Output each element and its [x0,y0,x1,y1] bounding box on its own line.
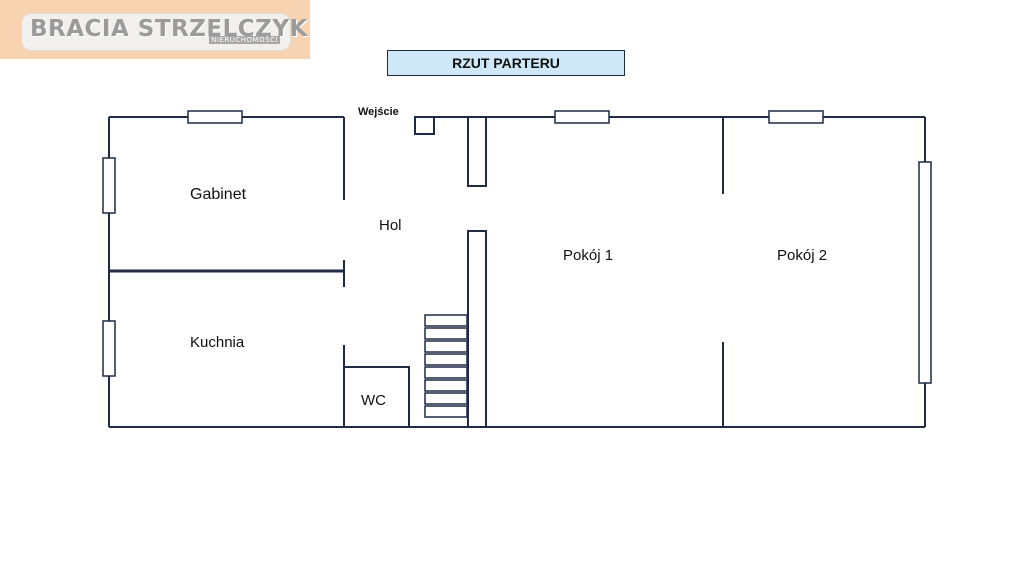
room-label-pokoj2: Pokój 2 [777,247,828,264]
stair-step [424,405,468,418]
entrance-label: Wejście [358,106,399,118]
room-label-pokoj1: Pokój 1 [563,247,614,264]
stair-step [424,340,468,353]
plan-title: RZUT PARTERU [387,50,625,76]
window-kuchnia-left [102,320,116,377]
wall-pillar-lower [467,230,487,428]
window-pokoj2-right [918,161,932,384]
stair-step [424,392,468,405]
stair-step [424,379,468,392]
room-label-hol: Hol [379,217,402,234]
stair-step [424,353,468,366]
room-label-gabinet: Gabinet [190,186,247,203]
stairs [424,314,468,418]
window-gabinet-left [102,157,116,214]
logo: BRACIA STRZELCZYK NIERUCHOMOŚCI [0,0,310,59]
wall-stub-hol [414,116,435,135]
window-pokoj2-top [768,110,824,124]
stair-step [424,314,468,327]
wall-pillar-upper [467,116,487,187]
logo-subtitle: NIERUCHOMOŚCI [209,36,280,44]
window-pokoj1-top [554,110,610,124]
wc-room [343,366,410,428]
window-gabinet-top [187,110,243,124]
logo-badge: BRACIA STRZELCZYK NIERUCHOMOŚCI [21,13,307,51]
room-label-wc: WC [361,392,386,409]
stair-step [424,366,468,379]
room-label-kuchnia: Kuchnia [190,334,245,351]
stair-step [424,327,468,340]
